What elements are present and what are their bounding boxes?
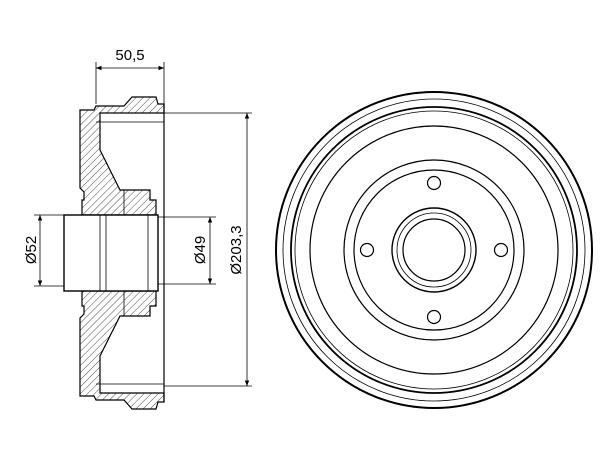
lower-section-hatched	[79, 290, 165, 410]
dimension-bore-label: Ø49	[192, 236, 209, 264]
bore-circle	[402, 218, 466, 282]
bolt-hole-top	[426, 175, 442, 191]
dimension-hub-outer: Ø52	[23, 214, 64, 287]
hub-circle-outer	[391, 207, 477, 293]
dimension-drum-label: Ø203,3	[228, 225, 245, 274]
bolt-hole-bottom	[426, 309, 442, 325]
bolt-hole-left	[359, 242, 375, 258]
drum-outer-rim	[275, 91, 593, 409]
bolt-hole-right	[493, 242, 509, 258]
front-view	[275, 91, 593, 409]
side-section-view: 50,5 Ø52 Ø49 Ø203,3	[23, 47, 252, 410]
dimension-width-label: 50,5	[115, 47, 144, 64]
upper-section-hatched	[79, 96, 165, 216]
dimension-bore: Ø49	[158, 216, 216, 285]
flange-circle	[343, 159, 525, 341]
hub-body	[63, 214, 159, 292]
dimension-drum: Ø203,3	[164, 112, 252, 387]
dimension-hub-outer-label: Ø52	[23, 236, 40, 264]
dimension-width: 50,5	[95, 47, 165, 104]
